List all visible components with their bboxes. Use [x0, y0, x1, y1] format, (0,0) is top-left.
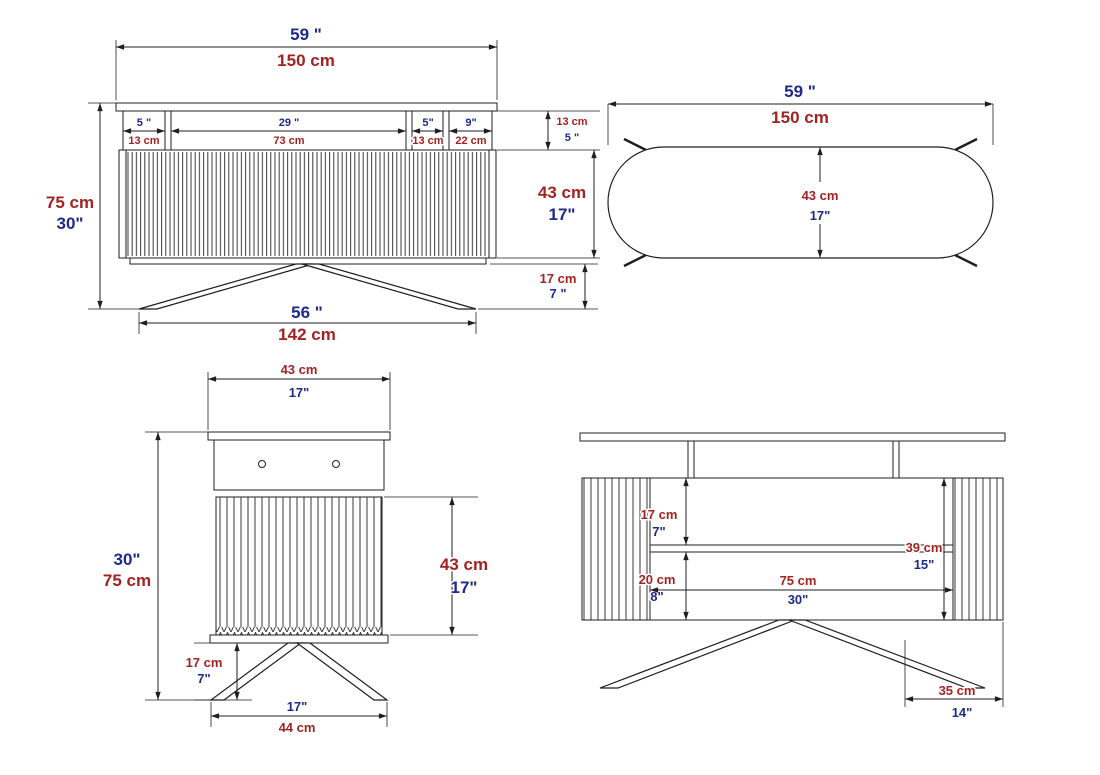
top-depth-cm-label: 43 cm	[802, 188, 839, 203]
front-leg-cm-label: 17 cm	[540, 271, 577, 286]
front-height-in-label: 30"	[57, 214, 84, 233]
side-height-in-label: 30"	[114, 550, 141, 569]
side-drawer	[213, 439, 385, 491]
front-seg4-in-label: 9"	[465, 117, 476, 129]
front-view: 59 " 150 cm 5 " 13 cm 29 " 73 cm 5"	[46, 25, 600, 346]
front-fluted-body	[118, 149, 497, 259]
side-overall-height-dimension: 30" 75 cm	[103, 431, 211, 701]
section-upper-in-label: 7"	[652, 524, 665, 539]
top-overall-width-dimension: 59 " 150 cm	[607, 81, 994, 145]
front-seg4-cm-label: 22 cm	[455, 135, 486, 147]
front-seg3-in-label: 5"	[422, 117, 433, 129]
front-gap-in-label: 5 "	[565, 132, 579, 144]
side-top-depth-cm-label: 43 cm	[281, 362, 318, 377]
side-body-in-label: 17"	[451, 578, 478, 597]
front-body-cm-label: 43 cm	[538, 183, 586, 202]
section-upper-cm-label: 17 cm	[641, 507, 678, 522]
side-view: 43 cm 17" 30" 75 cm	[103, 361, 490, 737]
section-width-in-label: 30"	[788, 592, 809, 607]
section-middle-shelf	[649, 544, 954, 553]
front-legs	[138, 263, 477, 310]
section-top-supports	[687, 441, 900, 478]
section-cabheight-in-label: 15"	[914, 557, 935, 572]
top-depth-dimension: 43 cm 17"	[800, 147, 840, 258]
front-base-in-label: 56 "	[291, 303, 323, 322]
front-height-cm-label: 75 cm	[46, 193, 94, 212]
section-cabheight-cm-label: 39 cm	[906, 540, 943, 555]
front-seg3-cm-label: 13 cm	[412, 135, 443, 147]
front-seg2-in-label: 29 "	[279, 117, 300, 129]
side-top-depth-dimension: 43 cm 17"	[207, 361, 391, 430]
section-cabinet-height-dimension: 39 cm 15"	[904, 478, 947, 620]
side-top-depth-in-label: 17"	[289, 385, 310, 400]
front-overall-height-dimension: 75 cm 30"	[46, 102, 139, 310]
front-base-width-dimension: 56 " 142 cm	[138, 302, 477, 346]
side-leg-height-dimension: 17 cm 7"	[184, 642, 252, 701]
section-carcass	[581, 477, 1004, 621]
front-shelf-segment-dimensions: 5 " 13 cm 29 " 73 cm 5" 13 cm 9" 22 cm	[123, 116, 492, 149]
front-seg1-in-label: 5 "	[137, 117, 151, 129]
front-body-height-dimension: 43 cm 17"	[497, 150, 600, 259]
section-upper-opening-dimension: 17 cm 7"	[639, 478, 689, 545]
top-depth-in-label: 17"	[810, 208, 831, 223]
drawer-knob-right	[332, 460, 340, 468]
section-tabletop	[579, 432, 1006, 442]
front-tabletop	[115, 102, 498, 112]
side-height-cm-label: 75 cm	[103, 571, 151, 590]
front-gap-cm-label: 13 cm	[556, 116, 587, 128]
front-leg-in-label: 7 "	[549, 286, 566, 301]
front-overall-width-dimension: 59 " 150 cm	[115, 25, 498, 100]
section-legs	[599, 619, 986, 689]
front-shelf-gap-dimension: 13 cm 5 "	[497, 110, 600, 151]
drawer-knob-left	[258, 460, 266, 468]
section-lower-cm-label: 20 cm	[639, 572, 676, 587]
section-lower-in-label: 8"	[650, 589, 663, 604]
top-tabletop-outline	[607, 146, 994, 259]
side-fluted-body	[215, 496, 383, 636]
side-tabletop	[207, 431, 391, 441]
front-leg-height-dimension: 17 cm 7 "	[478, 263, 598, 310]
side-leg-in-label: 7"	[197, 671, 210, 686]
top-view: 59 " 150 cm 43 cm 17"	[607, 81, 994, 268]
front-base-cm-label: 142 cm	[278, 325, 336, 344]
section-view: 17 cm 7" 20 cm 8" 75 cm 30" 39 cm 15" 35…	[579, 432, 1006, 722]
section-sidedepth-in-label: 14"	[952, 705, 973, 720]
side-base-depth-dimension: 17" 44 cm	[210, 698, 388, 737]
side-base-plate	[209, 634, 389, 644]
side-body-height-dimension: 43 cm 17"	[384, 496, 490, 636]
section-side-depth-dimension: 35 cm 14"	[904, 622, 1004, 722]
side-base-cm-label: 44 cm	[279, 720, 316, 735]
front-overall-width-in-label: 59 "	[290, 25, 322, 44]
section-width-cm-label: 75 cm	[780, 573, 817, 588]
front-seg2-cm-label: 73 cm	[273, 135, 304, 147]
front-overall-width-cm-label: 150 cm	[277, 51, 335, 70]
front-body-in-label: 17"	[549, 205, 576, 224]
section-sidedepth-cm-label: 35 cm	[939, 683, 976, 698]
section-inner-width-dimension: 75 cm 30"	[650, 572, 953, 609]
top-width-cm-label: 150 cm	[771, 108, 829, 127]
front-base-plate	[129, 257, 487, 265]
side-body-cm-label: 43 cm	[440, 555, 488, 574]
top-width-in-label: 59 "	[784, 82, 816, 101]
front-seg1-cm-label: 13 cm	[128, 135, 159, 147]
side-leg-cm-label: 17 cm	[186, 655, 223, 670]
top-leg-tips	[623, 137, 978, 268]
side-base-in-label: 17"	[287, 699, 308, 714]
